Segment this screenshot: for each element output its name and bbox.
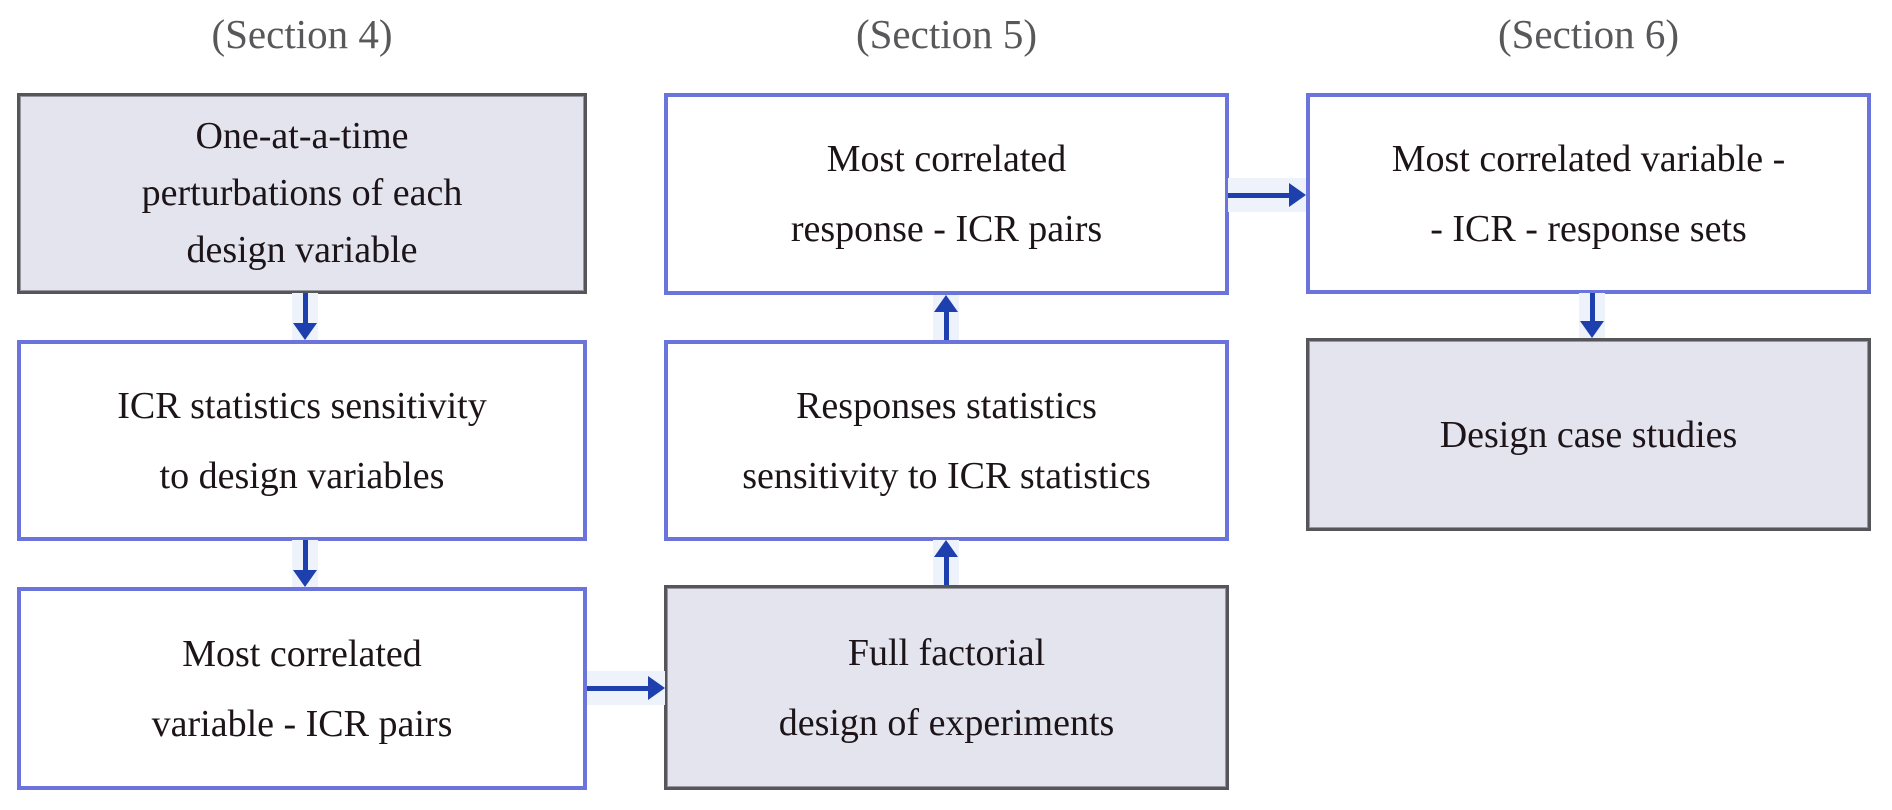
text-line: Responses statistics	[796, 384, 1097, 427]
arrow-down-icon	[292, 293, 318, 340]
text-line: One-at-a-time	[195, 115, 409, 157]
arrow-stem	[1228, 192, 1289, 198]
box-responses-statistics-sensitivity: Responses statistics sensitivity to ICR …	[664, 340, 1229, 541]
text-line: perturbations of each	[141, 172, 463, 214]
box-one-at-a-time-perturbations: One-at-a-time perturbations of each desi…	[17, 93, 587, 294]
box-most-correlated-response-icr-pairs: Most correlated response - ICR pairs	[664, 93, 1229, 295]
box-most-correlated-variable-icr-pairs: Most correlated variable - ICR pairs	[17, 587, 587, 790]
section-5-label: (Section 5)	[855, 11, 1038, 57]
arrow-right-icon	[1228, 178, 1306, 212]
text-line: - ICR - response sets	[1430, 207, 1747, 250]
text-line: design variable	[186, 229, 418, 271]
section-6-label: (Section 6)	[1497, 11, 1680, 57]
arrow-stem	[302, 293, 308, 323]
arrow-head	[293, 570, 317, 587]
arrow-down-icon	[1579, 293, 1605, 338]
text-line: Most correlated variable -	[1391, 137, 1786, 180]
arrow-head	[648, 676, 665, 700]
arrow-stem	[1589, 293, 1595, 321]
arrow-stem	[943, 557, 949, 585]
arrow-stem	[943, 312, 949, 340]
section-4-label: (Section 4)	[211, 11, 393, 57]
arrow-head	[1580, 321, 1604, 338]
text-line: response - ICR pairs	[790, 208, 1103, 250]
arrow-up-icon	[933, 295, 959, 340]
text-line: ICR statistics sensitivity	[117, 384, 487, 427]
arrow-stem	[302, 540, 308, 570]
text-line: Design case studies	[1439, 413, 1738, 456]
arrow-head	[934, 295, 958, 312]
arrow-head	[934, 540, 958, 557]
text-line: variable - ICR pairs	[151, 702, 453, 745]
text-line: Most correlated	[182, 632, 422, 675]
arrow-head	[293, 323, 317, 340]
text-line: design of experiments	[778, 701, 1115, 744]
text-line: Full factorial	[847, 631, 1046, 674]
arrow-right-icon	[587, 671, 665, 705]
box-most-correlated-variable-icr-response-sets: Most correlated variable - - ICR - respo…	[1306, 93, 1871, 294]
text-line: sensitivity to ICR statistics	[742, 454, 1151, 497]
box-full-factorial-doe: Full factorial design of experiments	[664, 585, 1229, 790]
arrow-down-icon	[292, 540, 318, 587]
arrow-head	[1289, 183, 1306, 207]
box-icr-statistics-sensitivity: ICR statistics sensitivity to design var…	[17, 340, 587, 541]
box-design-case-studies: Design case studies	[1306, 338, 1871, 531]
arrow-up-icon	[933, 540, 959, 585]
arrow-stem	[587, 685, 648, 691]
text-line: Most correlated	[826, 138, 1067, 180]
text-line: to design variables	[159, 454, 445, 497]
